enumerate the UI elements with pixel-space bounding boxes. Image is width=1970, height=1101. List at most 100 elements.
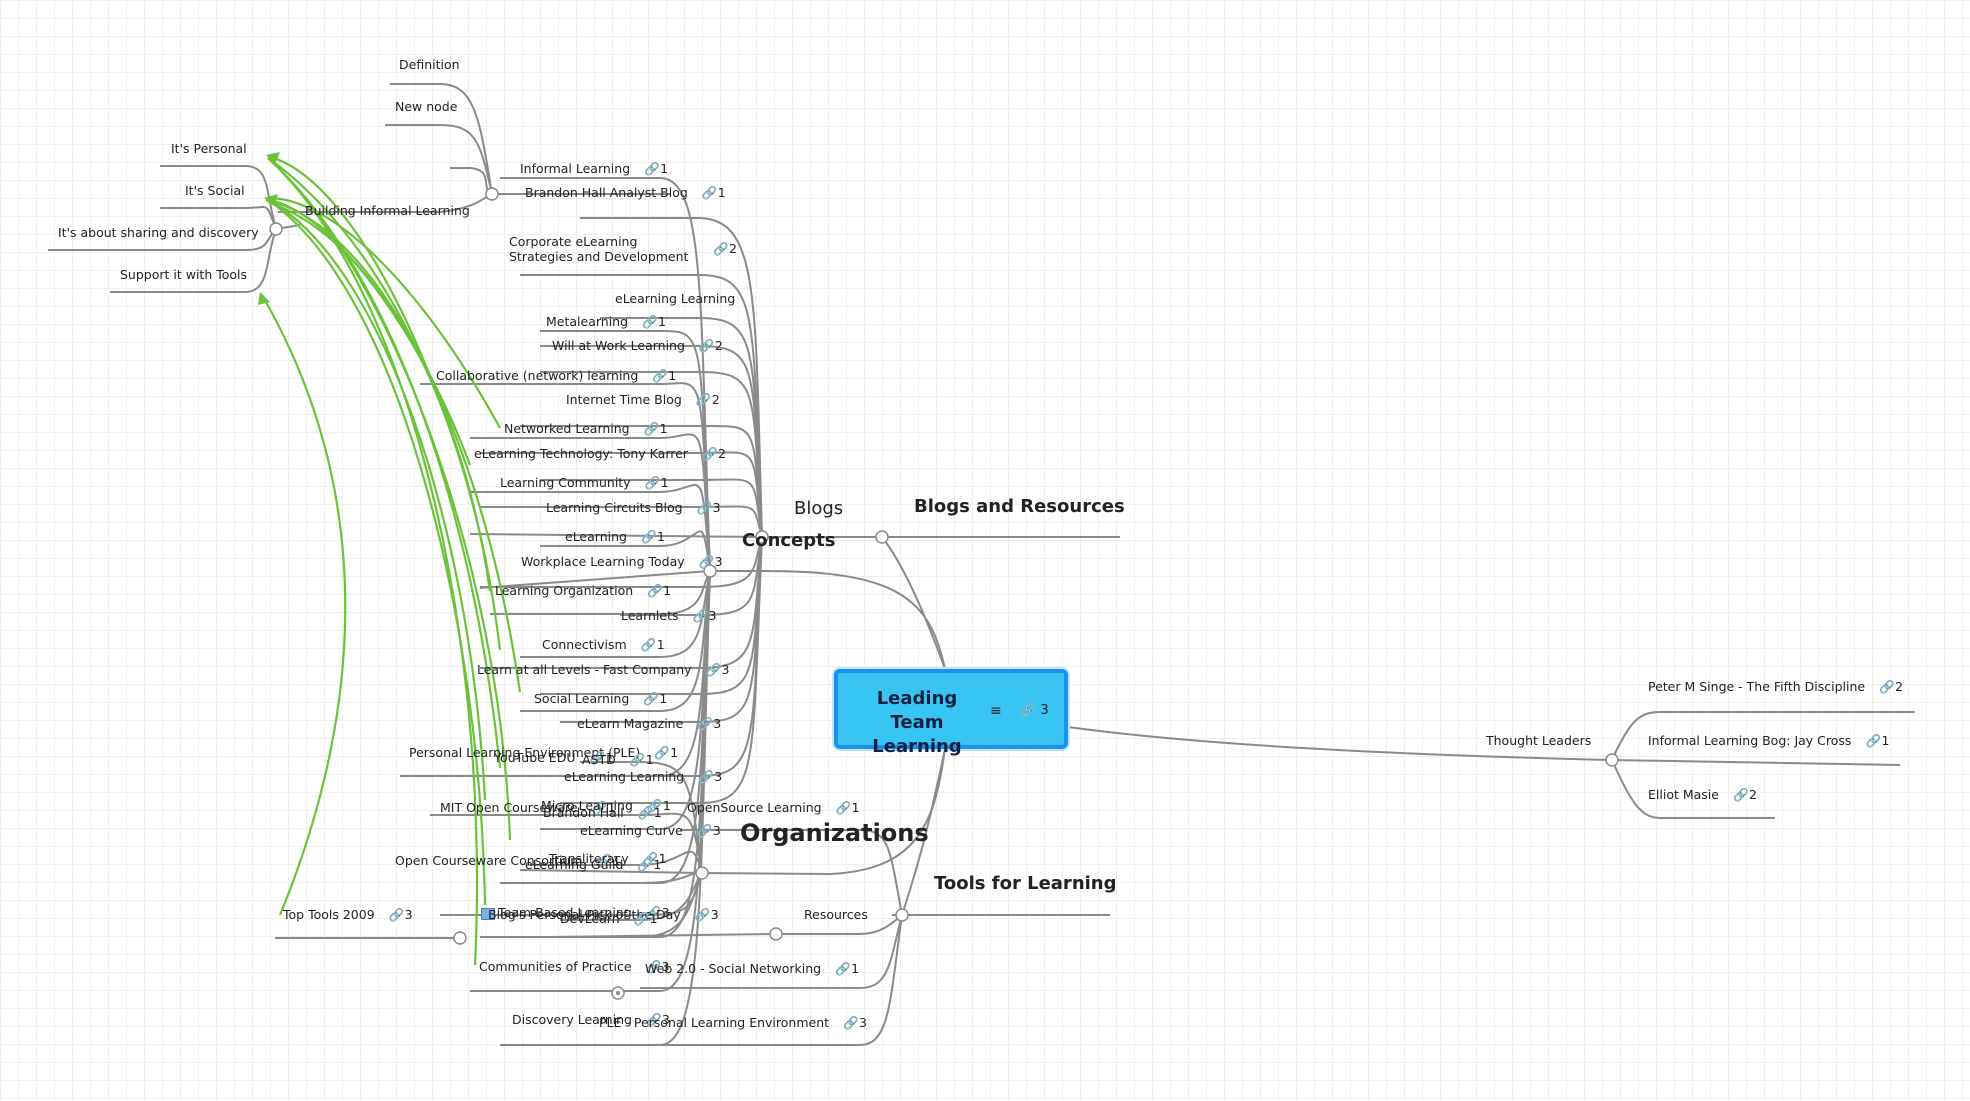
node-its-personal[interactable]: It's Personal [171, 141, 247, 156]
node-communities-of-practice[interactable]: Communities of Practice🔗3 [479, 959, 670, 974]
node-links[interactable]: 🔗1 [592, 800, 616, 815]
node-building-informal-learning[interactable]: Building Informal Learning [305, 203, 470, 218]
node-astd[interactable]: ASTD🔗1 [582, 752, 654, 767]
node-elliot-masie[interactable]: Elliot Masie🔗2 [1648, 787, 1757, 802]
node-links[interactable]: 🔗3 [389, 907, 413, 922]
node-senge[interactable]: Peter M Singe - The Fifth Discipline🔗2 [1648, 679, 1903, 694]
node-elearning-curve[interactable]: eLearning Curve🔗3 [580, 823, 721, 838]
central-topic-links[interactable]: 🔗 3 [1020, 703, 1049, 718]
node-links[interactable]: 🔗3 [695, 907, 719, 922]
node-links[interactable]: 🔗1 [644, 161, 668, 176]
node-links[interactable]: 🔗1 [642, 314, 666, 329]
node-youtube-edu[interactable]: YouTube EDU🔗1 [494, 750, 613, 765]
node-learn-all-levels[interactable]: Learn at all Levels - Fast Company🔗3 [477, 662, 730, 677]
topic-blogs-and-resources[interactable]: Blogs and Resources [914, 498, 1125, 516]
node-workplace-learning-today[interactable]: Workplace Learning Today🔗3 [521, 554, 723, 569]
node-links[interactable]: 🔗1 [644, 421, 668, 436]
node-new-node[interactable]: New node [395, 99, 457, 114]
node-opensource-learning[interactable]: OpenSource Learning🔗1 [687, 800, 860, 815]
node-web20[interactable]: Web 2.0 - Social Networking🔗1 [645, 961, 859, 976]
node-links[interactable]: 🔗1 [835, 961, 859, 976]
node-elearning-learning-2[interactable]: eLearning Learning🔗3 [564, 769, 722, 784]
node-links[interactable]: 🔗1 [652, 368, 676, 383]
node-links[interactable]: 🔗3 [697, 716, 721, 731]
node-links[interactable]: 🔗2 [713, 241, 737, 256]
node-team-based-learning[interactable]: Team-Based Learning🔗3 [481, 905, 670, 920]
node-links[interactable]: 🔗1 [643, 851, 667, 866]
node-learning-community[interactable]: Learning Community🔗1 [500, 475, 669, 490]
node-links[interactable]: 🔗1 [647, 798, 671, 813]
node-mit-ocw[interactable]: MIT Open Courseware🔗1 [440, 800, 615, 815]
node-links[interactable]: 🔗1 [596, 853, 620, 868]
node-elearn-magazine[interactable]: eLearn Magazine🔗3 [577, 716, 721, 731]
node-learning-circuits[interactable]: Learning Circuits Blog🔗3 [546, 500, 721, 515]
topic-concepts[interactable]: Concepts [742, 532, 835, 550]
node-ple-concept[interactable]: Personal Learning Environment (PLE)🔗1 [409, 745, 678, 760]
node-learnlets[interactable]: Learnlets🔗3 [621, 608, 716, 623]
node-links[interactable]: 🔗3 [697, 823, 721, 838]
node-links[interactable]: 🔗3 [698, 769, 722, 784]
node-sharing-discovery[interactable]: It's about sharing and discovery [58, 225, 259, 240]
node-informal-learning[interactable]: Informal Learning🔗1 [520, 161, 668, 176]
node-links[interactable]: 🔗1 [702, 185, 726, 200]
node-links[interactable]: 🔗1 [643, 691, 667, 706]
node-links[interactable]: 🔗3 [646, 1012, 670, 1027]
node-links[interactable]: 🔗2 [1879, 679, 1903, 694]
node-resources[interactable]: Resources [804, 907, 868, 922]
node-links[interactable]: 🔗1 [637, 857, 661, 872]
node-links[interactable]: 🔗1 [654, 745, 678, 760]
node-top-tools-2009[interactable]: Top Tools 2009🔗3 [283, 907, 413, 922]
node-links[interactable]: 🔗1 [647, 583, 671, 598]
node-links[interactable]: 🔗3 [646, 905, 670, 920]
node-links[interactable]: 🔗1 [634, 911, 658, 926]
node-elearning-guild[interactable]: eLearning Guild🔗1 [525, 857, 661, 872]
node-networked-learning[interactable]: Networked Learning🔗1 [504, 421, 668, 436]
node-social-learning[interactable]: Social Learning🔗1 [534, 691, 667, 706]
node-jay-cross[interactable]: Informal Learning Bog: Jay Cross🔗1 [1648, 733, 1889, 748]
node-links[interactable]: 🔗2 [696, 392, 720, 407]
notes-icon[interactable]: ≡ [990, 703, 1002, 719]
node-its-social[interactable]: It's Social [185, 183, 245, 198]
node-links[interactable]: 🔗3 [697, 500, 721, 515]
node-elearning[interactable]: eLearning🔗1 [565, 529, 665, 544]
node-links[interactable]: 🔗1 [638, 805, 662, 820]
node-definition[interactable]: Definition [399, 57, 460, 72]
node-micro-learning[interactable]: Micro Learning🔗1 [541, 798, 671, 813]
node-support-tools[interactable]: Support it with Tools [120, 267, 247, 282]
node-blog-pick[interactable]: Blog's Personal Pick of the Day🔗3 [488, 907, 719, 922]
node-links[interactable]: 🔗1 [641, 637, 665, 652]
node-links[interactable]: 🔗1 [836, 800, 860, 815]
node-links[interactable]: 🔗3 [693, 608, 717, 623]
node-ple-tools[interactable]: PLE - Personal Learning Environment🔗3 [599, 1015, 867, 1030]
node-elearning-learning[interactable]: eLearning Learning [615, 291, 735, 306]
node-metalearning[interactable]: Metalearning🔗1 [546, 314, 666, 329]
node-brandon-hall[interactable]: Brandon Hall🔗1 [543, 805, 662, 820]
node-links[interactable]: 🔗3 [646, 959, 670, 974]
node-connectivism[interactable]: Connectivism🔗1 [542, 637, 665, 652]
topic-blogs[interactable]: Blogs [794, 500, 843, 518]
node-links[interactable]: 🔗2 [699, 338, 723, 353]
central-topic[interactable]: Leading Team Learning ≡ 🔗 3 [834, 669, 1068, 757]
node-links[interactable]: 🔗2 [702, 446, 726, 461]
node-devlearn[interactable]: DevLearn🔗1 [560, 911, 658, 926]
node-collaborative-learning[interactable]: Collaborative (network) learning🔗1 [436, 368, 676, 383]
node-transliteracy[interactable]: Transliteracy🔗1 [549, 851, 667, 866]
topic-thought-leaders[interactable]: Thought Leaders [1486, 733, 1591, 748]
node-links[interactable]: 🔗1 [630, 752, 654, 767]
node-internet-time[interactable]: Internet Time Blog🔗2 [566, 392, 720, 407]
node-links[interactable]: 🔗1 [645, 475, 669, 490]
node-ocw-consortium[interactable]: Open Courseware Consortium🔗1 [395, 853, 620, 868]
node-brandon-hall-blog[interactable]: Brandon Hall Analyst Blog🔗1 [525, 185, 726, 200]
node-links[interactable]: 🔗1 [1865, 733, 1889, 748]
node-discovery-learning[interactable]: Discovery Learning🔗3 [512, 1012, 670, 1027]
node-links[interactable]: 🔗1 [641, 529, 665, 544]
topic-tools-for-learning[interactable]: Tools for Learning [934, 875, 1117, 893]
node-links[interactable]: 🔗3 [706, 662, 730, 677]
topic-organizations[interactable]: Organizations [740, 821, 929, 845]
node-links[interactable]: 🔗3 [699, 554, 723, 569]
node-will-at-work[interactable]: Will at Work Learning🔗2 [552, 338, 723, 353]
node-links[interactable]: 🔗1 [589, 750, 613, 765]
node-links[interactable]: 🔗3 [843, 1015, 867, 1030]
